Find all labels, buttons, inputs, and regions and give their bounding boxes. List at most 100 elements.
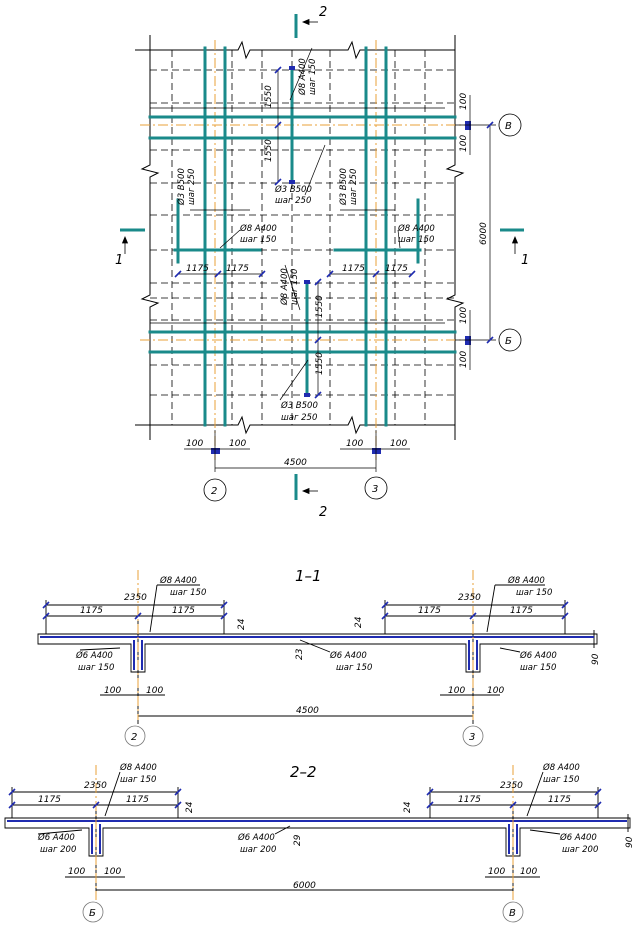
dim-100: 100 [229,439,246,449]
dim-1550: 1550 [264,85,274,108]
rebar-note: Ø6 A400 [37,832,75,843]
dim-1175: 1175 [342,264,365,274]
rebar-step-note: шаг 150 [543,775,579,785]
dim-1175: 1175 [418,606,441,616]
rebar-step-note: шаг 150 [78,663,114,673]
dim-100: 100 [459,135,469,152]
axis-label-2: 2 [211,486,217,497]
section-2-2: 2–2 [4,762,635,923]
dim-100: 100 [459,307,469,324]
dim-100: 100 [68,867,85,877]
rebar-step-note: шаг 250 [281,413,317,423]
dim-1175: 1175 [126,795,149,805]
axis-label-b: Б [89,908,96,919]
dim-1175: 1175 [38,795,61,805]
section-title: 1–1 [295,567,322,585]
dim-100: 100 [346,439,363,449]
dim-1175: 1175 [458,795,481,805]
dim-1550: 1550 [315,352,325,375]
rebar-step-note: шаг 250 [187,169,197,205]
rebar-note: Ø3 B500 [280,400,318,411]
dim-24: 24 [185,801,195,813]
dim-6000: 6000 [479,222,489,245]
dim-100: 100 [520,867,537,877]
section-title: 2–2 [290,763,317,781]
dim-1175: 1175 [510,606,533,616]
dim-4500: 4500 [296,706,319,716]
dim-100: 100 [146,686,163,696]
dim-2350: 2350 [124,593,147,603]
rebar-note: Ø8 A400 [297,58,308,96]
section-mark-top: 2 [319,5,327,20]
dim-2350: 2350 [500,781,523,791]
dim-1175: 1175 [226,264,249,274]
section-1-1: 1–1 [37,567,601,747]
axis-label-2: 2 [131,732,137,743]
rebar-step-note: шаг 150 [516,588,552,598]
axis-label-v: В [509,908,516,919]
dim-29: 29 [293,834,303,846]
rebar-step-note: шаг 150 [336,663,372,673]
dim-24: 24 [354,616,364,628]
section-mark-left: 1 [115,253,123,268]
rebar-step-note: шаг 250 [275,196,311,206]
dim-6000: 6000 [293,881,316,891]
axis-label-b: Б [505,336,512,347]
rebar-note: Ø8 A400 [239,223,277,234]
rebar-step-note: шаг 250 [349,169,359,205]
dim-2350: 2350 [458,593,481,603]
dim-4500: 4500 [284,458,307,468]
dim-23: 23 [295,648,305,660]
dim-1550: 1550 [315,295,325,318]
dim-90: 90 [625,836,635,848]
section-mark-right: 1 [521,253,529,268]
axis-label-3: 3 [469,732,475,743]
dim-100: 100 [448,686,465,696]
dim-1175: 1175 [385,264,408,274]
rebar-note: Ø8 A400 [397,223,435,234]
rebar-note: Ø6 A400 [559,832,597,843]
dim-1175: 1175 [548,795,571,805]
dim-100: 100 [459,351,469,368]
dim-90: 90 [591,653,601,665]
dim-1175: 1175 [172,606,195,616]
axis-label-v: В [505,121,512,132]
dim-1175: 1175 [80,606,103,616]
rebar-step-note: шаг 200 [240,845,276,855]
dim-100: 100 [104,686,121,696]
dim-24: 24 [237,618,247,630]
rebar-note: Ø8 A400 [542,762,580,773]
rebar-note: Ø6 A400 [329,650,367,661]
rebar-note: Ø8 A400 [507,575,545,586]
rebar-step-note: шаг 150 [308,59,318,95]
rebar-step-note: шаг 200 [562,845,598,855]
rebar-step-note: шаг 150 [120,775,156,785]
rebar-note: Ø8 A400 [159,575,197,586]
dim-2350: 2350 [84,781,107,791]
rebar-note: Ø3 B500 [338,168,349,206]
dim-100: 100 [487,686,504,696]
axis-label-3: 3 [372,484,378,495]
rebar-note: Ø6 A400 [75,650,113,661]
rebar-note: Ø3 B500 [274,184,312,195]
rebar-step-note: шаг 150 [520,663,556,673]
dim-100: 100 [459,93,469,110]
rebar-step-note: шаг 150 [290,269,300,305]
dim-100: 100 [186,439,203,449]
dim-100: 100 [104,867,121,877]
rebar-step-note: шаг 150 [170,588,206,598]
dim-1550: 1550 [264,139,274,162]
rebar-note: Ø8 A400 [279,268,290,306]
rebar-note: Ø6 A400 [237,832,275,843]
dim-100: 100 [488,867,505,877]
rebar-note: Ø6 A400 [519,650,557,661]
dim-100: 100 [390,439,407,449]
rebar-step-note: шаг 150 [240,235,276,245]
plan-view: 2 2 1 1 2 3 В Б 1175 1175 1175 1175 100 … [115,5,529,520]
rebar-note: Ø8 A400 [119,762,157,773]
dim-1175: 1175 [186,264,209,274]
rebar-note: Ø3 B500 [176,168,187,206]
dim-24: 24 [403,801,413,813]
rebar-step-note: шаг 200 [40,845,76,855]
